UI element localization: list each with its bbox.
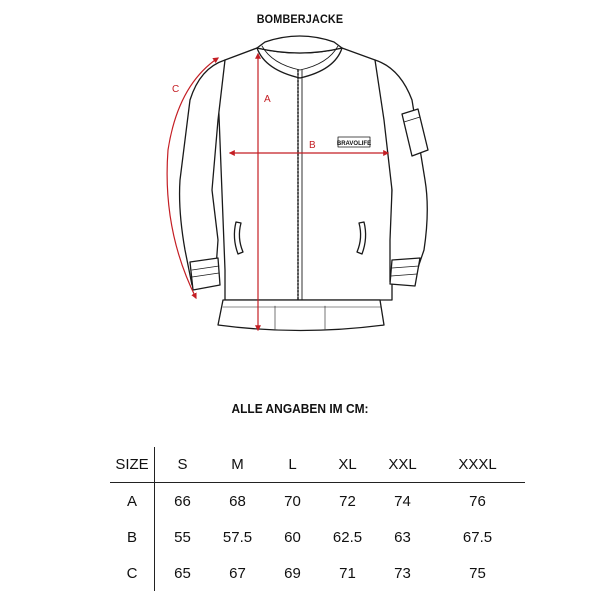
table-cell: 72 <box>339 492 356 510</box>
table-cell: 67.5 <box>462 528 493 546</box>
size-col-header: M <box>210 447 265 483</box>
table-cell: 57.5 <box>222 528 253 546</box>
table-row: B 55 57.5 60 62.5 63 67.5 <box>110 519 525 555</box>
size-col-header: L <box>265 447 320 483</box>
zipper <box>297 69 303 331</box>
size-header: SIZE <box>110 447 155 483</box>
table-cell: 69 <box>284 564 301 582</box>
table-cell: 68 <box>229 492 246 510</box>
svg-text:BRAVOLIFE: BRAVOLIFE <box>337 141 371 147</box>
row-label: C <box>110 555 155 591</box>
table-row: C 65 67 69 71 73 75 <box>110 555 525 591</box>
table-cell: 62.5 <box>332 528 363 546</box>
measure-b-label: B <box>309 140 316 151</box>
measure-c-label: C <box>172 84 179 95</box>
table-cell: 73 <box>394 564 411 582</box>
right-pocket <box>356 221 367 255</box>
table-cell: 55 <box>174 528 191 546</box>
table-cell: 71 <box>339 564 356 582</box>
table-cell: 60 <box>284 528 301 546</box>
table-cell: 63 <box>394 528 411 546</box>
table-cell: 67 <box>229 564 246 582</box>
brand-logo <box>337 136 371 148</box>
right-sleeve <box>374 59 429 287</box>
row-label: B <box>110 519 155 555</box>
table-row: A 66 68 70 72 74 76 <box>110 482 525 519</box>
size-table: SIZE S M L XL XXL XXXL A 66 68 70 72 74 … <box>110 447 525 591</box>
left-sleeve <box>178 59 226 291</box>
size-col-header: XL <box>320 447 375 483</box>
left-pocket <box>233 221 244 255</box>
hem-band <box>217 299 385 332</box>
table-cell: 76 <box>469 492 486 510</box>
size-col-header: S <box>154 447 210 483</box>
measure-c-arrow <box>166 57 219 300</box>
page-title: BOMBERJACKE <box>256 12 344 26</box>
jacket-illustration: BRAVOLIFE A B C <box>166 35 429 332</box>
table-cell: 75 <box>469 564 486 582</box>
table-cell: 65 <box>174 564 191 582</box>
size-col-header: XXL <box>375 447 430 483</box>
size-col-header: XXXL <box>430 447 525 483</box>
jacket-body <box>217 35 393 301</box>
table-cell: 66 <box>174 492 191 510</box>
table-cell: 74 <box>394 492 411 510</box>
units-heading: ALLE ANGABEN IM CM: <box>231 401 369 416</box>
table-cell: 70 <box>284 492 301 510</box>
size-header-row: SIZE S M L XL XXL XXXL <box>110 447 525 483</box>
row-label: A <box>110 482 155 519</box>
measure-a-label: A <box>264 94 271 105</box>
